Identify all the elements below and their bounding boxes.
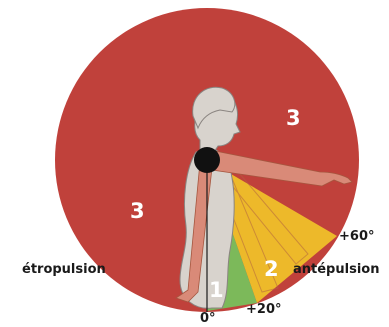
- zone-2-label: 2: [264, 257, 279, 281]
- angle-0-label: 0°: [200, 311, 216, 326]
- zone-3-back-label: 3: [130, 199, 145, 223]
- shoulder-joint: [194, 147, 220, 173]
- zone-1-label: 1: [209, 278, 224, 302]
- antepulsion-label: antépulsion: [293, 262, 379, 277]
- retropulsion-label: étropulsion: [22, 262, 106, 277]
- angle-60-label: +60°: [339, 229, 374, 244]
- zone-3-front-label: 3: [286, 106, 301, 130]
- angle-20-label: +20°: [246, 302, 281, 317]
